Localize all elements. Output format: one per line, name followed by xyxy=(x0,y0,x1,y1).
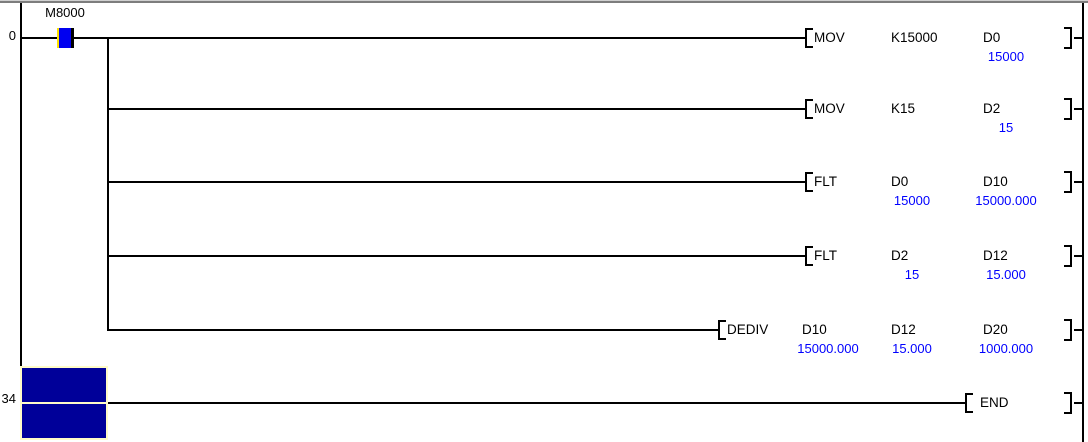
monitor-value: 15000 xyxy=(893,193,931,208)
operand-2: D10 xyxy=(983,174,1008,189)
instruction-flt-1[interactable]: FLT D0 D10 15000 15000.000 xyxy=(805,171,1088,213)
edit-cursor-rung-line xyxy=(22,402,106,404)
monitor-value: 15000.000 xyxy=(797,341,859,356)
instruction-mnemonic: DEDIV xyxy=(727,322,769,337)
rung-line xyxy=(107,329,718,331)
instruction-mnemonic: MOV xyxy=(814,30,845,45)
bracket-rail-connector xyxy=(1074,108,1083,110)
monitor-value: 15 xyxy=(998,120,1014,135)
operand-1: D2 xyxy=(891,248,909,263)
instruction-left-bracket xyxy=(805,99,813,119)
monitor-value: 15000.000 xyxy=(975,193,1037,208)
contact-device-label: M8000 xyxy=(45,5,85,20)
instruction-mov-1[interactable]: MOV K15000 D0 15000 xyxy=(805,27,1088,69)
monitor-value: 15.000 xyxy=(986,267,1026,282)
instruction-right-bracket xyxy=(1064,171,1072,193)
operand-2: D12 xyxy=(983,248,1008,263)
monitor-value: 1000.000 xyxy=(978,341,1034,356)
bracket-rail-connector xyxy=(1074,329,1083,331)
rung-line xyxy=(107,402,965,404)
rung-line xyxy=(107,255,805,257)
instruction-mnemonic: MOV xyxy=(814,101,845,116)
rung-number-34: 34 xyxy=(1,391,16,406)
operand-2: D2 xyxy=(983,101,1001,116)
branch-line xyxy=(107,37,109,331)
operand-2: D0 xyxy=(983,30,1001,45)
instruction-left-bracket xyxy=(805,172,813,192)
bracket-rail-connector xyxy=(1074,255,1083,257)
monitor-value: 15 xyxy=(904,267,920,282)
operand-1: K15000 xyxy=(891,30,938,45)
monitor-value: 15.000 xyxy=(892,341,932,356)
instruction-end[interactable]: END xyxy=(965,392,1088,434)
instruction-left-bracket xyxy=(805,28,813,48)
instruction-left-bracket xyxy=(965,393,973,413)
monitor-value: 15000 xyxy=(987,49,1025,64)
instruction-dediv[interactable]: DEDIV D10 D12 D20 15000.000 15.000 1000.… xyxy=(718,319,1088,361)
operand-1: D0 xyxy=(891,174,909,189)
operand-1: K15 xyxy=(891,101,916,116)
rung-number-0: 0 xyxy=(8,28,16,43)
instruction-right-bracket xyxy=(1064,319,1072,341)
instruction-mnemonic: FLT xyxy=(814,248,837,263)
top-border-highlight xyxy=(0,0,1088,1)
operand-2: D12 xyxy=(891,322,916,337)
instruction-mov-2[interactable]: MOV K15 D2 15 xyxy=(805,98,1088,140)
rung-line xyxy=(107,108,805,110)
instruction-right-bracket xyxy=(1064,392,1072,414)
instruction-right-bracket xyxy=(1064,27,1072,49)
instruction-left-bracket xyxy=(805,246,813,266)
top-border xyxy=(0,1,1088,3)
rung-line xyxy=(73,37,805,39)
operand-3: D20 xyxy=(983,322,1008,337)
instruction-mnemonic: END xyxy=(980,395,1009,410)
instruction-mnemonic: FLT xyxy=(814,174,837,189)
left-power-rail xyxy=(20,3,22,366)
edit-cursor[interactable] xyxy=(20,366,108,440)
rung-line xyxy=(21,37,57,39)
instruction-flt-2[interactable]: FLT D2 D12 15 15.000 xyxy=(805,245,1088,287)
bracket-rail-connector xyxy=(1074,37,1083,39)
instruction-right-bracket xyxy=(1064,98,1072,120)
bracket-rail-connector xyxy=(1074,402,1083,404)
right-power-rail xyxy=(1082,3,1084,442)
contact-m8000[interactable] xyxy=(57,28,74,48)
instruction-left-bracket xyxy=(718,320,726,340)
instruction-right-bracket xyxy=(1064,245,1072,267)
operand-1: D10 xyxy=(802,322,827,337)
bracket-rail-connector xyxy=(1074,181,1083,183)
rung-line xyxy=(107,181,805,183)
